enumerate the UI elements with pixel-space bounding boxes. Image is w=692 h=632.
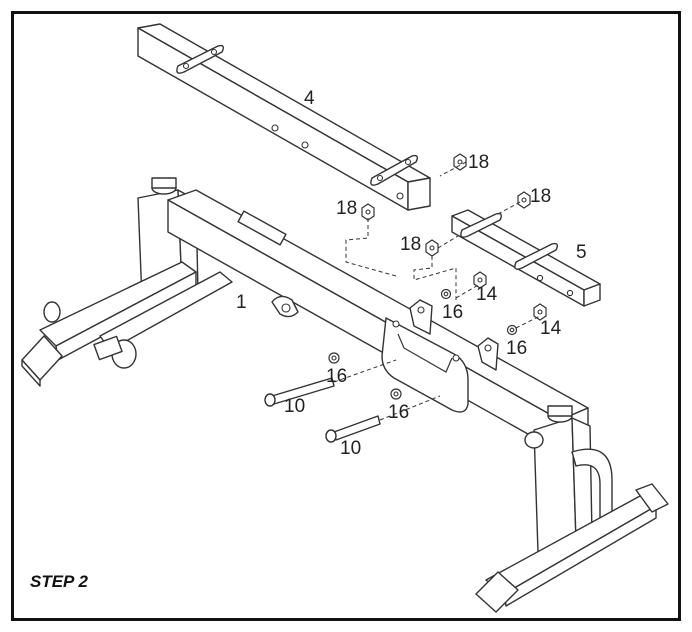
callout-18-b: 18: [336, 198, 357, 219]
nut-18-d: [517, 191, 531, 209]
callout-14-a: 14: [476, 284, 498, 305]
nut-14-a: [473, 271, 487, 289]
callout-14-b: 14: [540, 318, 562, 339]
washer-16-b: [390, 388, 402, 400]
washer-16-c: [440, 288, 452, 300]
part-5-crossbar: [451, 209, 601, 307]
part-4-crossbar: [137, 23, 431, 211]
callout-16-c: 16: [442, 302, 463, 323]
callout-18-d: 18: [530, 186, 551, 207]
callout-1: 1: [236, 292, 247, 313]
assembly-guides: [345, 161, 541, 329]
callout-10-lower: 10: [340, 438, 361, 459]
callout-10-upper: 10: [284, 396, 305, 417]
callout-18-c: 18: [400, 234, 421, 255]
washer-16-a: [328, 352, 340, 364]
bolt-10-upper: [264, 359, 397, 407]
callout-4: 4: [304, 88, 315, 109]
callout-16-a: 16: [326, 366, 347, 387]
callout-16-d: 16: [506, 338, 527, 359]
callout-5: 5: [576, 242, 587, 263]
callout-16-b: 16: [388, 402, 409, 423]
nut-18-c: [425, 239, 439, 257]
part-1-main-frame: [21, 177, 669, 613]
washer-16-d: [506, 324, 518, 336]
nut-14-b: [533, 303, 547, 321]
bolt-10-lower: [325, 395, 441, 443]
nut-18-b: [361, 203, 375, 221]
nut-18-a: [453, 153, 467, 171]
callout-18-a: 18: [468, 152, 489, 173]
step-label: STEP 2: [30, 572, 88, 591]
